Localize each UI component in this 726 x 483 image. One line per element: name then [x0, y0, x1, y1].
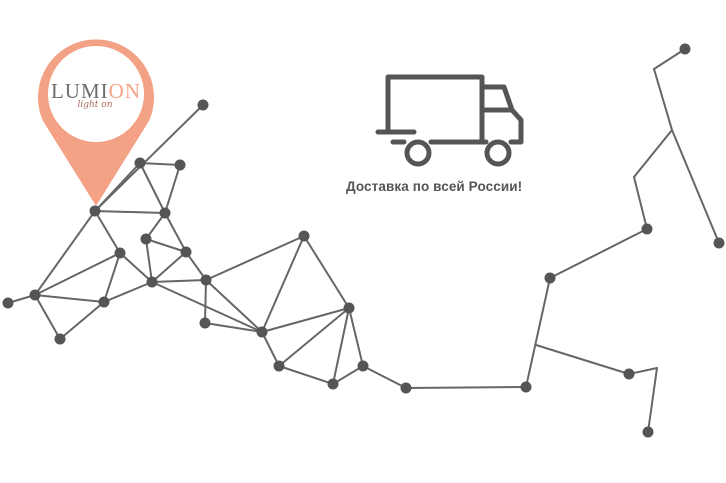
logo-tagline: light on — [77, 100, 113, 110]
location-pin-icon — [37, 39, 154, 206]
network-nodes — [2, 43, 725, 438]
logo-badge — [48, 46, 144, 142]
network-edges — [7, 48, 720, 433]
delivery-truck-icon — [375, 74, 524, 167]
logo-wordmark-part2: ON — [108, 79, 141, 103]
lumion-logo-wordmark: LUMION — [46, 80, 146, 102]
delivery-caption: Доставка по всей России! — [346, 179, 523, 194]
logo-wordmark-part1: LUMI — [50, 79, 109, 103]
